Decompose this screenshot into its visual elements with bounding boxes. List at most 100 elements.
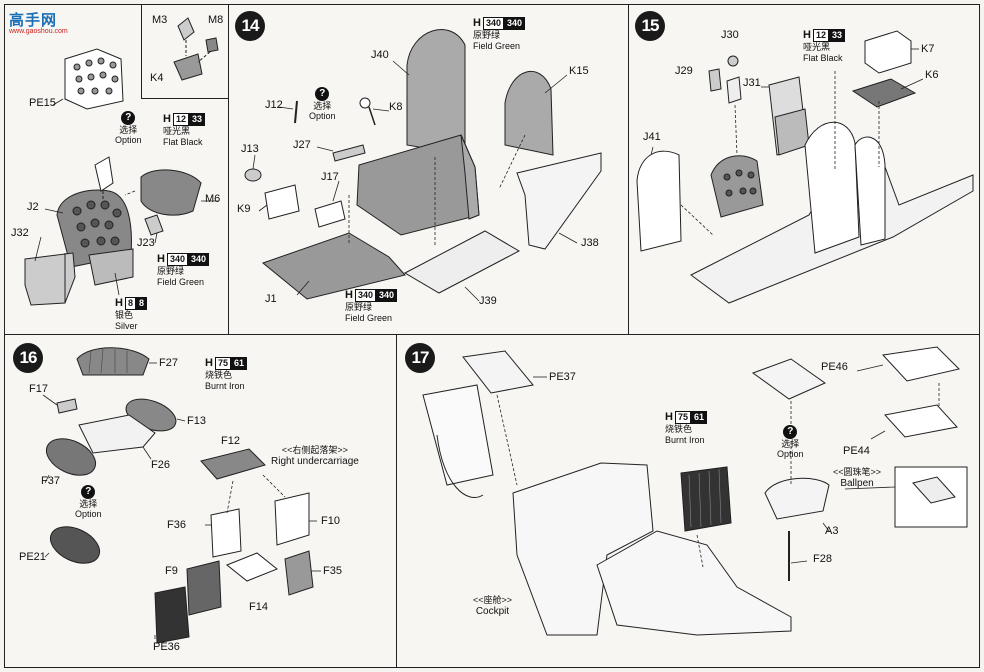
f12-part bbox=[200, 448, 266, 480]
option-note: ? 选择 Option bbox=[777, 425, 804, 459]
k7-part bbox=[864, 30, 912, 74]
label-m8: M8 bbox=[208, 14, 224, 26]
f27-part bbox=[76, 347, 150, 376]
cockpit-note: <<座舱>> Cockpit bbox=[473, 595, 512, 617]
label-f27: F27 bbox=[159, 357, 178, 369]
pe44-part bbox=[884, 404, 958, 438]
j23-part bbox=[144, 214, 164, 236]
pe21-part bbox=[49, 526, 101, 564]
label-j29: J29 bbox=[675, 65, 693, 77]
label-pe36: PE36 bbox=[153, 641, 180, 653]
logo-word: 高手网 bbox=[9, 12, 58, 29]
fuselage-17 bbox=[512, 462, 654, 636]
question-icon: ? bbox=[315, 87, 330, 101]
paint-cn: 原野绿 bbox=[157, 266, 185, 276]
option-cn: 选择 bbox=[781, 439, 800, 449]
step-number-16: 16 bbox=[13, 343, 43, 373]
label-m6: M6 bbox=[205, 193, 221, 205]
fuselage-body bbox=[356, 134, 480, 236]
label-j1: J1 bbox=[265, 293, 277, 305]
question-icon: ? bbox=[783, 425, 798, 439]
panel-17-drawing bbox=[422, 346, 968, 636]
paint-en: Silver bbox=[115, 321, 138, 331]
label-f26: F26 bbox=[151, 459, 170, 471]
option-cn: 选择 bbox=[313, 101, 332, 111]
f37-part bbox=[45, 438, 97, 476]
j40-part bbox=[406, 29, 466, 156]
paint-cn: 哑光黑 bbox=[163, 126, 191, 136]
label-pe44: PE44 bbox=[843, 445, 870, 457]
f26-part bbox=[78, 414, 156, 454]
label-k15: K15 bbox=[569, 65, 589, 77]
question-icon: ? bbox=[81, 485, 96, 499]
label-k4: K4 bbox=[150, 72, 164, 84]
cockpit-cn: <<座舱>> bbox=[473, 595, 513, 605]
label-j13: J13 bbox=[241, 143, 259, 155]
pe46-part bbox=[881, 346, 960, 382]
panel-15-drawing bbox=[636, 30, 974, 304]
j17-part bbox=[314, 200, 346, 228]
step-number-17: 17 bbox=[405, 343, 435, 373]
option-en: Option bbox=[309, 111, 336, 121]
paint-en: Burnt Iron bbox=[665, 435, 705, 445]
paint-en: Burnt Iron bbox=[205, 381, 245, 391]
k6-part bbox=[851, 78, 917, 108]
option-note: ? 选择 Option bbox=[75, 485, 102, 519]
paint-cn: 原野绿 bbox=[345, 302, 373, 312]
label-f36: F36 bbox=[167, 519, 186, 531]
option-en: Option bbox=[115, 135, 142, 145]
label-k8: K8 bbox=[389, 101, 403, 113]
paint-cn: 原野绿 bbox=[473, 30, 501, 40]
label-j2: J2 bbox=[27, 201, 39, 213]
label-j32: J32 bbox=[11, 227, 29, 239]
undercarriage-cn: <<右侧起落架>> bbox=[281, 445, 348, 455]
a3-part bbox=[764, 477, 830, 520]
option-note: ? 选择 Option bbox=[115, 111, 142, 145]
m6-part bbox=[140, 169, 202, 216]
paint-cn: 烧铁色 bbox=[205, 370, 233, 380]
pe37-part bbox=[462, 350, 534, 394]
j1-part bbox=[261, 232, 406, 300]
pe36-part bbox=[154, 586, 190, 644]
label-f35: F35 bbox=[323, 565, 342, 577]
panel-14-drawing bbox=[244, 29, 602, 302]
label-j40: J40 bbox=[371, 49, 389, 61]
label-k9: K9 bbox=[237, 203, 251, 215]
label-j30: J30 bbox=[721, 29, 739, 41]
logo-url: www.gaoshou.com bbox=[9, 28, 68, 35]
label-f37: F37 bbox=[41, 475, 60, 487]
label-k7: K7 bbox=[921, 43, 935, 55]
ballpen-cn: <<圆珠笔>> bbox=[833, 467, 882, 477]
j38-part bbox=[516, 152, 602, 250]
undercarriage-en: Right undercarriage bbox=[271, 456, 359, 467]
step-number-14: 14 bbox=[235, 11, 265, 41]
label-f13: F13 bbox=[187, 415, 206, 427]
f9-part bbox=[186, 560, 222, 616]
undercarriage-note: <<右侧起落架>> Right undercarriage bbox=[271, 445, 359, 467]
label-pe21: PE21 bbox=[19, 551, 46, 563]
label-j23: J23 bbox=[137, 237, 155, 249]
label-j17: J17 bbox=[321, 171, 339, 183]
label-j41: J41 bbox=[643, 131, 661, 143]
paint-en: Field Green bbox=[157, 277, 205, 287]
paint-en: Flat Black bbox=[163, 137, 203, 147]
paint-en: Flat Black bbox=[803, 53, 843, 63]
option-en: Option bbox=[777, 449, 804, 459]
step-number-15: 15 bbox=[635, 11, 665, 41]
ballpen-note: <<圆珠笔>> Ballpen bbox=[833, 467, 881, 489]
option-cn: 选择 bbox=[79, 499, 98, 509]
option-note: ? 选择 Option bbox=[309, 87, 336, 121]
inset-drawing bbox=[173, 17, 219, 81]
